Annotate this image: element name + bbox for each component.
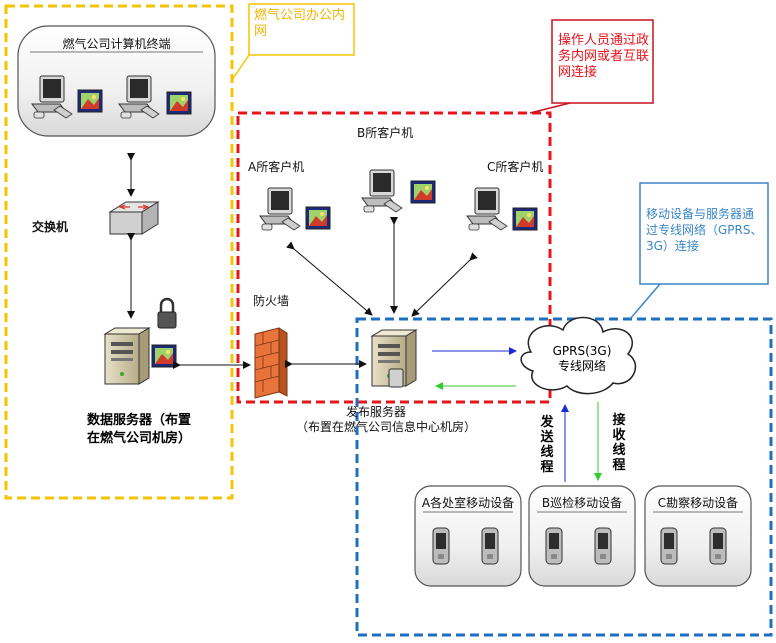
client-c-label: C所客户机 bbox=[487, 160, 544, 174]
publish-server-location-label: （布置在燃气公司信息中心机房） bbox=[296, 420, 477, 434]
db-server-label: 数据服务器（布置在燃气公司机房） bbox=[86, 413, 191, 446]
mobile-note-box bbox=[639, 182, 769, 285]
client-b-pc-icon bbox=[361, 169, 436, 213]
mobile-zone-border bbox=[355, 317, 773, 637]
device-group-c-box bbox=[644, 485, 752, 587]
client-zone-border bbox=[236, 111, 552, 404]
mobile-zone-label: 移动设备与服务器通过专线网络（GPRS、3G）连接 bbox=[646, 207, 763, 253]
cloud-label: GPRS(3G) 专线网络 bbox=[552, 344, 612, 373]
office-zone-border bbox=[4, 4, 234, 500]
client-a-pc-icon bbox=[259, 187, 331, 231]
switch-label: 交换机 bbox=[32, 220, 69, 234]
db-server-screen-icon bbox=[151, 344, 177, 368]
terminal-group-box bbox=[17, 25, 216, 137]
publish-server-label: 发布服务器 bbox=[346, 405, 407, 419]
clients-note-box bbox=[551, 19, 654, 104]
gprs-cloud-icon bbox=[520, 316, 637, 395]
lock-icon bbox=[157, 297, 177, 329]
terminal-group-title: 燃气公司计算机终端 bbox=[62, 37, 171, 51]
client-a-label: A所客户机 bbox=[248, 160, 305, 174]
db-server-icon bbox=[104, 327, 150, 385]
connection-arrows bbox=[127, 153, 478, 369]
device-group-b-label: B巡检移动设备 bbox=[541, 496, 623, 510]
office-zone-label: 燃气公司办公内网 bbox=[254, 8, 346, 39]
device-group-a-label: A各处室移动设备 bbox=[421, 496, 515, 510]
clients-zone-label: 操作人员通过政务内网或者互联网连接 bbox=[558, 33, 650, 80]
receive-thread-label: 接收线程 bbox=[612, 413, 626, 473]
firewall-icon bbox=[254, 327, 288, 399]
device-group-a-box bbox=[414, 485, 522, 587]
device-group-c-label: C勘察移动设备 bbox=[657, 496, 739, 510]
office-note-box bbox=[248, 3, 355, 56]
device-group-b-box bbox=[528, 485, 636, 587]
client-c-pc-icon bbox=[466, 187, 538, 231]
client-b-label: B所客户机 bbox=[357, 126, 414, 140]
send-thread-label: 发送线程 bbox=[540, 415, 554, 475]
firewall-label: 防火墙 bbox=[253, 294, 290, 308]
switch-icon bbox=[108, 201, 160, 235]
